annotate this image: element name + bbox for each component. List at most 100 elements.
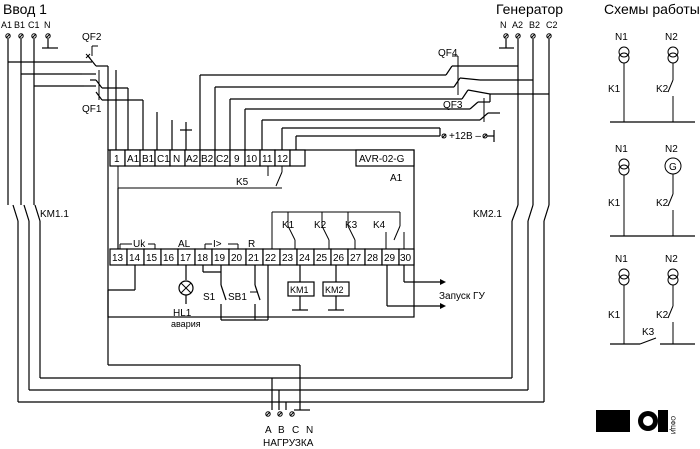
sb1-switch — [238, 265, 269, 321]
relay-model: AVR-02-G — [359, 154, 405, 165]
qf2-label: QF2 — [82, 32, 102, 43]
scheme-3-n1: N1 — [615, 254, 628, 265]
scheme-1: N1 N2 K1 K2 — [608, 32, 695, 123]
top-terminal-11: 11 — [262, 154, 273, 165]
scheme-1-n1: N1 — [615, 32, 628, 43]
bottom-terminal-13: 13 — [112, 253, 124, 264]
k1-k4-contacts — [271, 211, 405, 249]
group-brackets — [119, 243, 239, 249]
bottom-terminal-19: 19 — [214, 253, 226, 264]
contact-k3: K3 — [345, 220, 358, 231]
k5-contact — [117, 166, 283, 189]
hl1-lamp — [178, 265, 194, 304]
start-gu-wiring — [386, 265, 446, 309]
qf3-label: QF3 — [443, 100, 463, 111]
scheme-3-k2: K2 — [656, 310, 669, 321]
scheme-2: N1 N2 G K1 K2 — [608, 144, 695, 237]
hl1-ref: HL1 — [173, 308, 192, 319]
top-terminal-b1: B1 — [142, 154, 155, 165]
top-terminal-9: 9 — [234, 154, 240, 165]
bottom-terminal-22: 22 — [265, 253, 277, 264]
km1-coil — [287, 265, 315, 311]
input1-phase-n: N — [44, 20, 51, 30]
top-terminal-10: 10 — [246, 154, 258, 165]
km2-coil — [322, 265, 350, 311]
generator-phase-a2: A2 — [512, 20, 523, 30]
start-gu-label: Запуск ГУ — [439, 291, 485, 302]
contact-k4: K4 — [373, 220, 386, 231]
load-wiring — [107, 290, 310, 411]
load-phase-b: B — [278, 425, 285, 436]
bottom-terminal-17: 17 — [180, 253, 192, 264]
group-uk: Uk — [133, 239, 146, 250]
schemes-title: Схемы работы — [604, 1, 700, 17]
km21-label: KM2.1 — [473, 209, 502, 220]
qf4-breaker — [445, 55, 491, 100]
load-phase-a: A — [265, 425, 272, 436]
bottom-terminal-26: 26 — [333, 253, 345, 264]
input1-phase-a1: A1 — [1, 20, 12, 30]
bottom-terminal-16: 16 — [163, 253, 175, 264]
generator-phase-c2: C2 — [546, 20, 558, 30]
group-i: I> — [213, 239, 222, 250]
qf4-label: QF4 — [438, 48, 458, 59]
brand-logo: ОФЦИ — [596, 410, 675, 434]
scheme-2-n2: N2 — [665, 144, 678, 155]
top-terminal-c1: C1 — [157, 154, 170, 165]
bottom-terminal-20: 20 — [231, 253, 243, 264]
scheme-3: N1 N2 K1 K2 K3 — [608, 254, 695, 345]
scheme-1-k1: K1 — [608, 84, 621, 95]
bottom-terminal-23: 23 — [282, 253, 294, 264]
qf3-breaker — [469, 94, 500, 122]
k5-label: K5 — [236, 177, 249, 188]
scheme-2-generator-letter: G — [669, 162, 677, 173]
generator-title: Генератор — [496, 1, 563, 17]
qf2-breaker — [80, 53, 109, 150]
group-r: R — [248, 239, 255, 250]
bottom-terminal-21: 21 — [248, 253, 260, 264]
top-terminal-n: N — [173, 154, 180, 165]
km11-label: KM1.1 — [40, 209, 69, 220]
s1-label: S1 — [203, 292, 216, 303]
load-phase-c: C — [292, 425, 299, 436]
bottom-terminal-15: 15 — [146, 253, 158, 264]
input1-buses — [7, 39, 286, 403]
scheme-3-k1: K1 — [608, 310, 621, 321]
bottom-terminal-28: 28 — [367, 253, 379, 264]
bottom-terminal-14: 14 — [129, 253, 141, 264]
relay-top-terminal-strip — [109, 149, 306, 167]
km1-label: KM1 — [290, 285, 309, 295]
bottom-terminal-30: 30 — [400, 253, 412, 264]
qf1-label: QF1 — [82, 104, 102, 115]
generator-phase-n: N — [500, 20, 507, 30]
top-terminal-c2: C2 — [216, 154, 229, 165]
input1-phase-b1: B1 — [14, 20, 25, 30]
scheme-1-k2: K2 — [656, 84, 669, 95]
sb1-label: SB1 — [228, 292, 247, 303]
relay-top-feeds — [115, 70, 480, 150]
relay-model-box — [355, 149, 415, 167]
scheme-3-n2: N2 — [665, 254, 678, 265]
supply-12v — [439, 128, 495, 142]
load-terminals — [265, 411, 295, 417]
scheme-2-k2: K2 — [656, 198, 669, 209]
input1-phase-c1: C1 — [28, 20, 40, 30]
scheme-2-n1: N1 — [615, 144, 628, 155]
hl1-label: авария — [171, 319, 201, 329]
load-title: НАГРУЗКА — [263, 438, 314, 449]
generator-buses — [272, 39, 550, 403]
s1-switch — [202, 265, 238, 321]
contact-k2: K2 — [314, 220, 327, 231]
generator-terminals — [503, 33, 552, 39]
bottom-terminal-18: 18 — [197, 253, 209, 264]
top-terminal-b2: B2 — [201, 154, 214, 165]
top-terminal-a1: A1 — [127, 154, 140, 165]
group-al: AL — [178, 239, 191, 250]
top-terminal-12: 12 — [277, 154, 289, 165]
supply-12v-label: +12В – — [449, 131, 481, 142]
bottom-terminal-24: 24 — [299, 253, 311, 264]
km2-label: KM2 — [325, 285, 344, 295]
top-terminal-1: 1 — [114, 154, 120, 165]
generator-phase-b2: B2 — [529, 20, 540, 30]
